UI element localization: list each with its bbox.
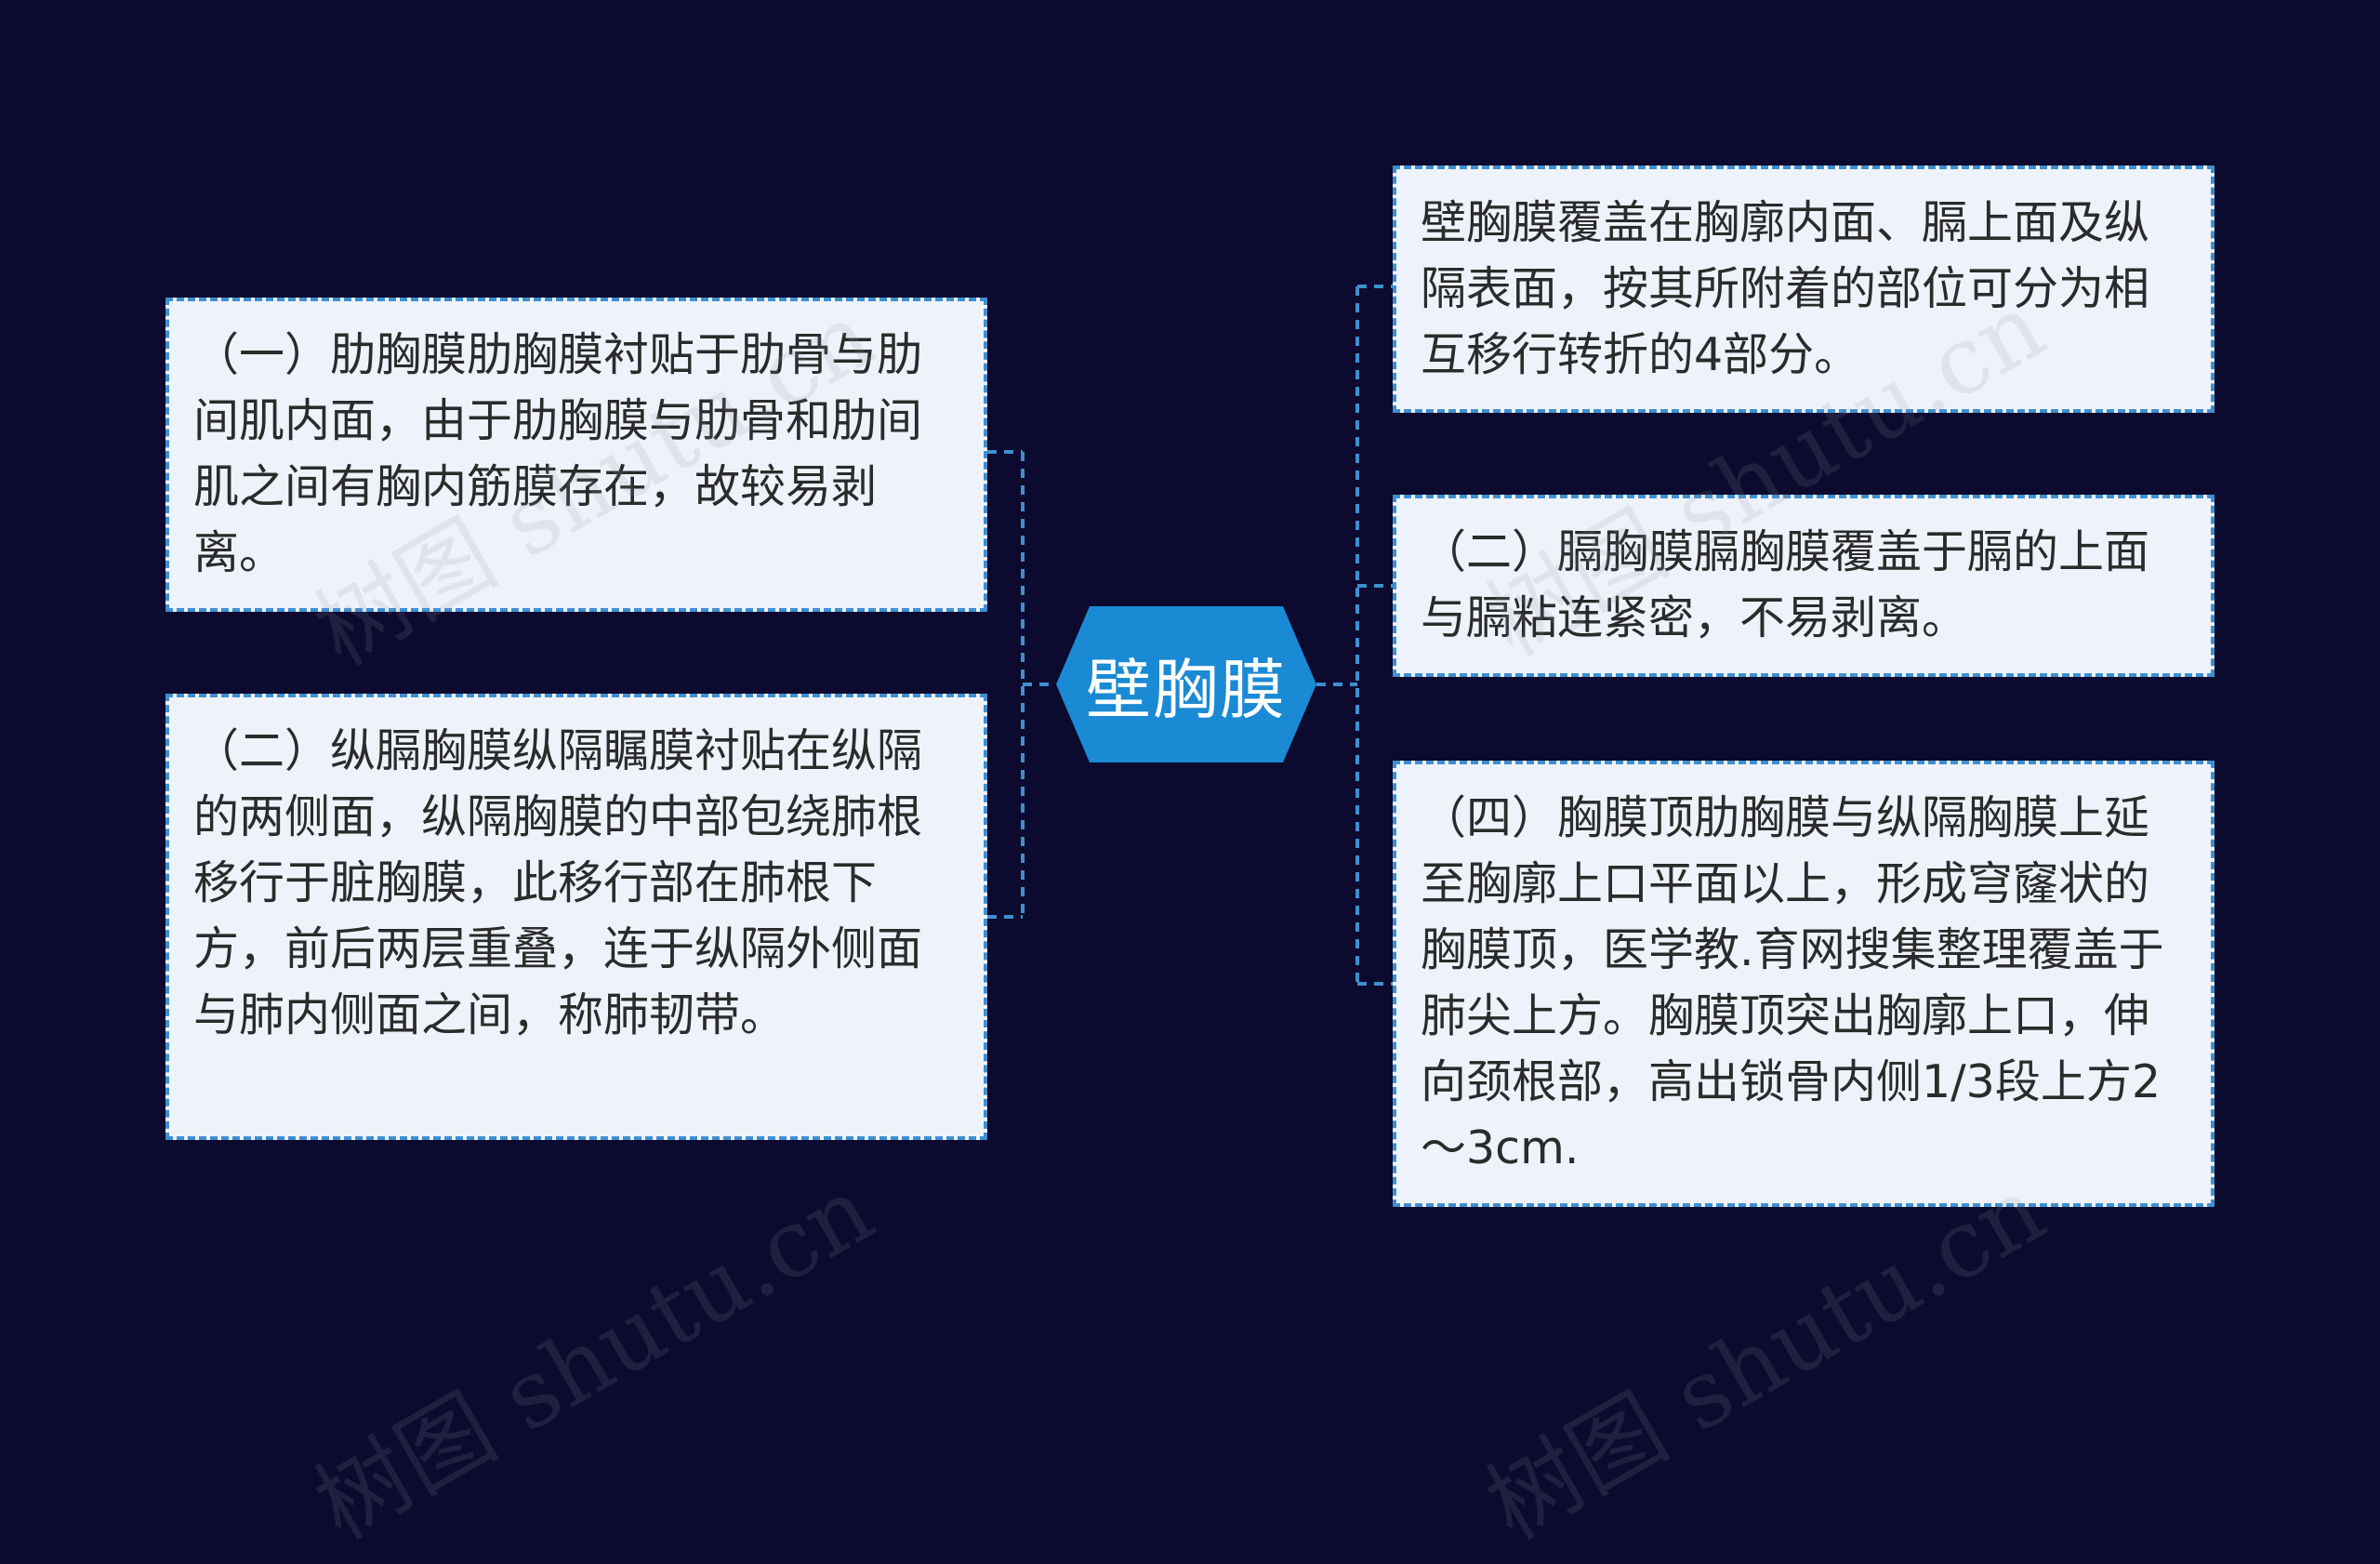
root-hexagon — [1056, 606, 1316, 762]
right-node-overview[interactable]: 壁胸膜覆盖在胸廓内面、膈上面及纵隔表面，按其所附着的部位可分为相互移行转折的4部… — [1393, 166, 2215, 413]
left-node-mediastinal-pleura[interactable]: （二）纵膈胸膜纵隔瞩膜衬贴在纵隔的两侧面，纵隔胸膜的中部包绕肺根移行于脏胸膜，此… — [165, 694, 987, 1140]
right-node-cupula[interactable]: （四）胸膜顶肋胸膜与纵隔胸膜上延至胸廓上口平面以上，形成穹窿状的胸膜顶，医学教.… — [1393, 761, 2215, 1207]
right-node-diaphragmatic-pleura[interactable]: （二）膈胸膜膈胸膜覆盖于膈的上面与膈粘连紧密，不易剥离。 — [1393, 495, 2215, 677]
root-label: 壁胸膜 — [1086, 651, 1287, 728]
root-node[interactable]: 壁胸膜 — [1056, 606, 1316, 762]
left-node-costal-pleura[interactable]: （一）肋胸膜肋胸膜衬贴于肋骨与肋间肌内面，由于肋胸膜与肋骨和肋间肌之间有胸内筋膜… — [165, 298, 987, 612]
mind-map-canvas: 壁胸膜 （一）肋胸膜肋胸膜衬贴于肋骨与肋间肌内面，由于肋胸膜与肋骨和肋间肌之间有… — [165, 166, 2215, 1560]
connector-lines — [987, 285, 1393, 986]
